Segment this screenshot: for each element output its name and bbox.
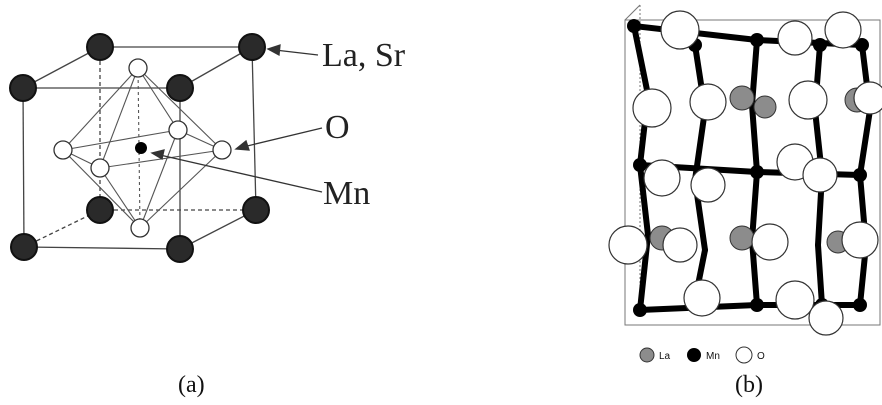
la-atom	[729, 85, 755, 111]
la-sr-atom	[238, 33, 266, 61]
o-atom	[608, 225, 648, 265]
o-atom	[683, 279, 721, 317]
o-atom	[212, 140, 232, 160]
la-atom	[753, 95, 777, 119]
o-atom	[662, 227, 698, 263]
o-atom	[788, 80, 828, 120]
panel-b-legend: La Mn O	[639, 346, 765, 364]
o-atom	[632, 88, 672, 128]
mn-atom	[853, 298, 867, 312]
mn-atom	[135, 142, 147, 154]
o-atom	[130, 218, 150, 238]
o-atom	[808, 300, 844, 336]
la-sr-atom	[86, 33, 114, 61]
la-sr-atom	[242, 196, 270, 224]
mn-atom	[633, 303, 647, 317]
la-sr-atom	[86, 196, 114, 224]
o-atom	[824, 11, 862, 49]
panel-a-arrows	[150, 44, 323, 193]
label-mn: Mn	[323, 175, 370, 212]
legend-mn-swatch	[687, 348, 701, 362]
o-atom	[128, 58, 148, 78]
panel-b-o-atoms	[608, 10, 882, 336]
mn-atom	[855, 38, 869, 52]
panel-b-mn-atoms	[627, 19, 869, 317]
mn-atom	[813, 38, 827, 52]
legend-o-label: O	[757, 351, 765, 362]
legend-o-swatch	[735, 346, 753, 364]
mn-atom	[750, 165, 764, 179]
o-atom	[90, 158, 110, 178]
label-o: O	[325, 109, 350, 146]
la-atom	[729, 225, 755, 251]
panel-a-unit-cell	[22, 46, 257, 250]
o-atom	[853, 81, 882, 115]
mn-atom	[750, 298, 764, 312]
legend-la-label: La	[659, 351, 671, 362]
panel-a-la-sr-atoms	[9, 33, 270, 263]
legend-la-swatch	[639, 347, 655, 363]
panel-a-o-atoms	[53, 58, 232, 238]
o-atom	[777, 20, 813, 56]
o-atom	[660, 10, 700, 50]
o-atom	[689, 83, 727, 121]
mn-atom	[627, 19, 641, 33]
label-la-sr: La, Sr	[322, 37, 406, 74]
caption-a: (a)	[178, 372, 205, 398]
legend-mn-label: Mn	[706, 351, 720, 362]
o-atom	[751, 223, 789, 261]
mn-atom	[853, 168, 867, 182]
mn-atom	[633, 158, 647, 172]
mn-atom	[750, 33, 764, 47]
o-atom	[643, 159, 681, 197]
o-atom	[775, 280, 815, 320]
caption-b: (b)	[735, 372, 763, 398]
o-atom	[690, 167, 726, 203]
la-sr-atom	[10, 233, 38, 261]
la-sr-atom	[166, 235, 194, 263]
la-sr-atom	[9, 74, 37, 102]
o-atom	[802, 157, 838, 193]
la-sr-atom	[166, 74, 194, 102]
o-atom	[53, 140, 73, 160]
o-atom	[168, 120, 188, 140]
o-atom	[841, 221, 879, 259]
